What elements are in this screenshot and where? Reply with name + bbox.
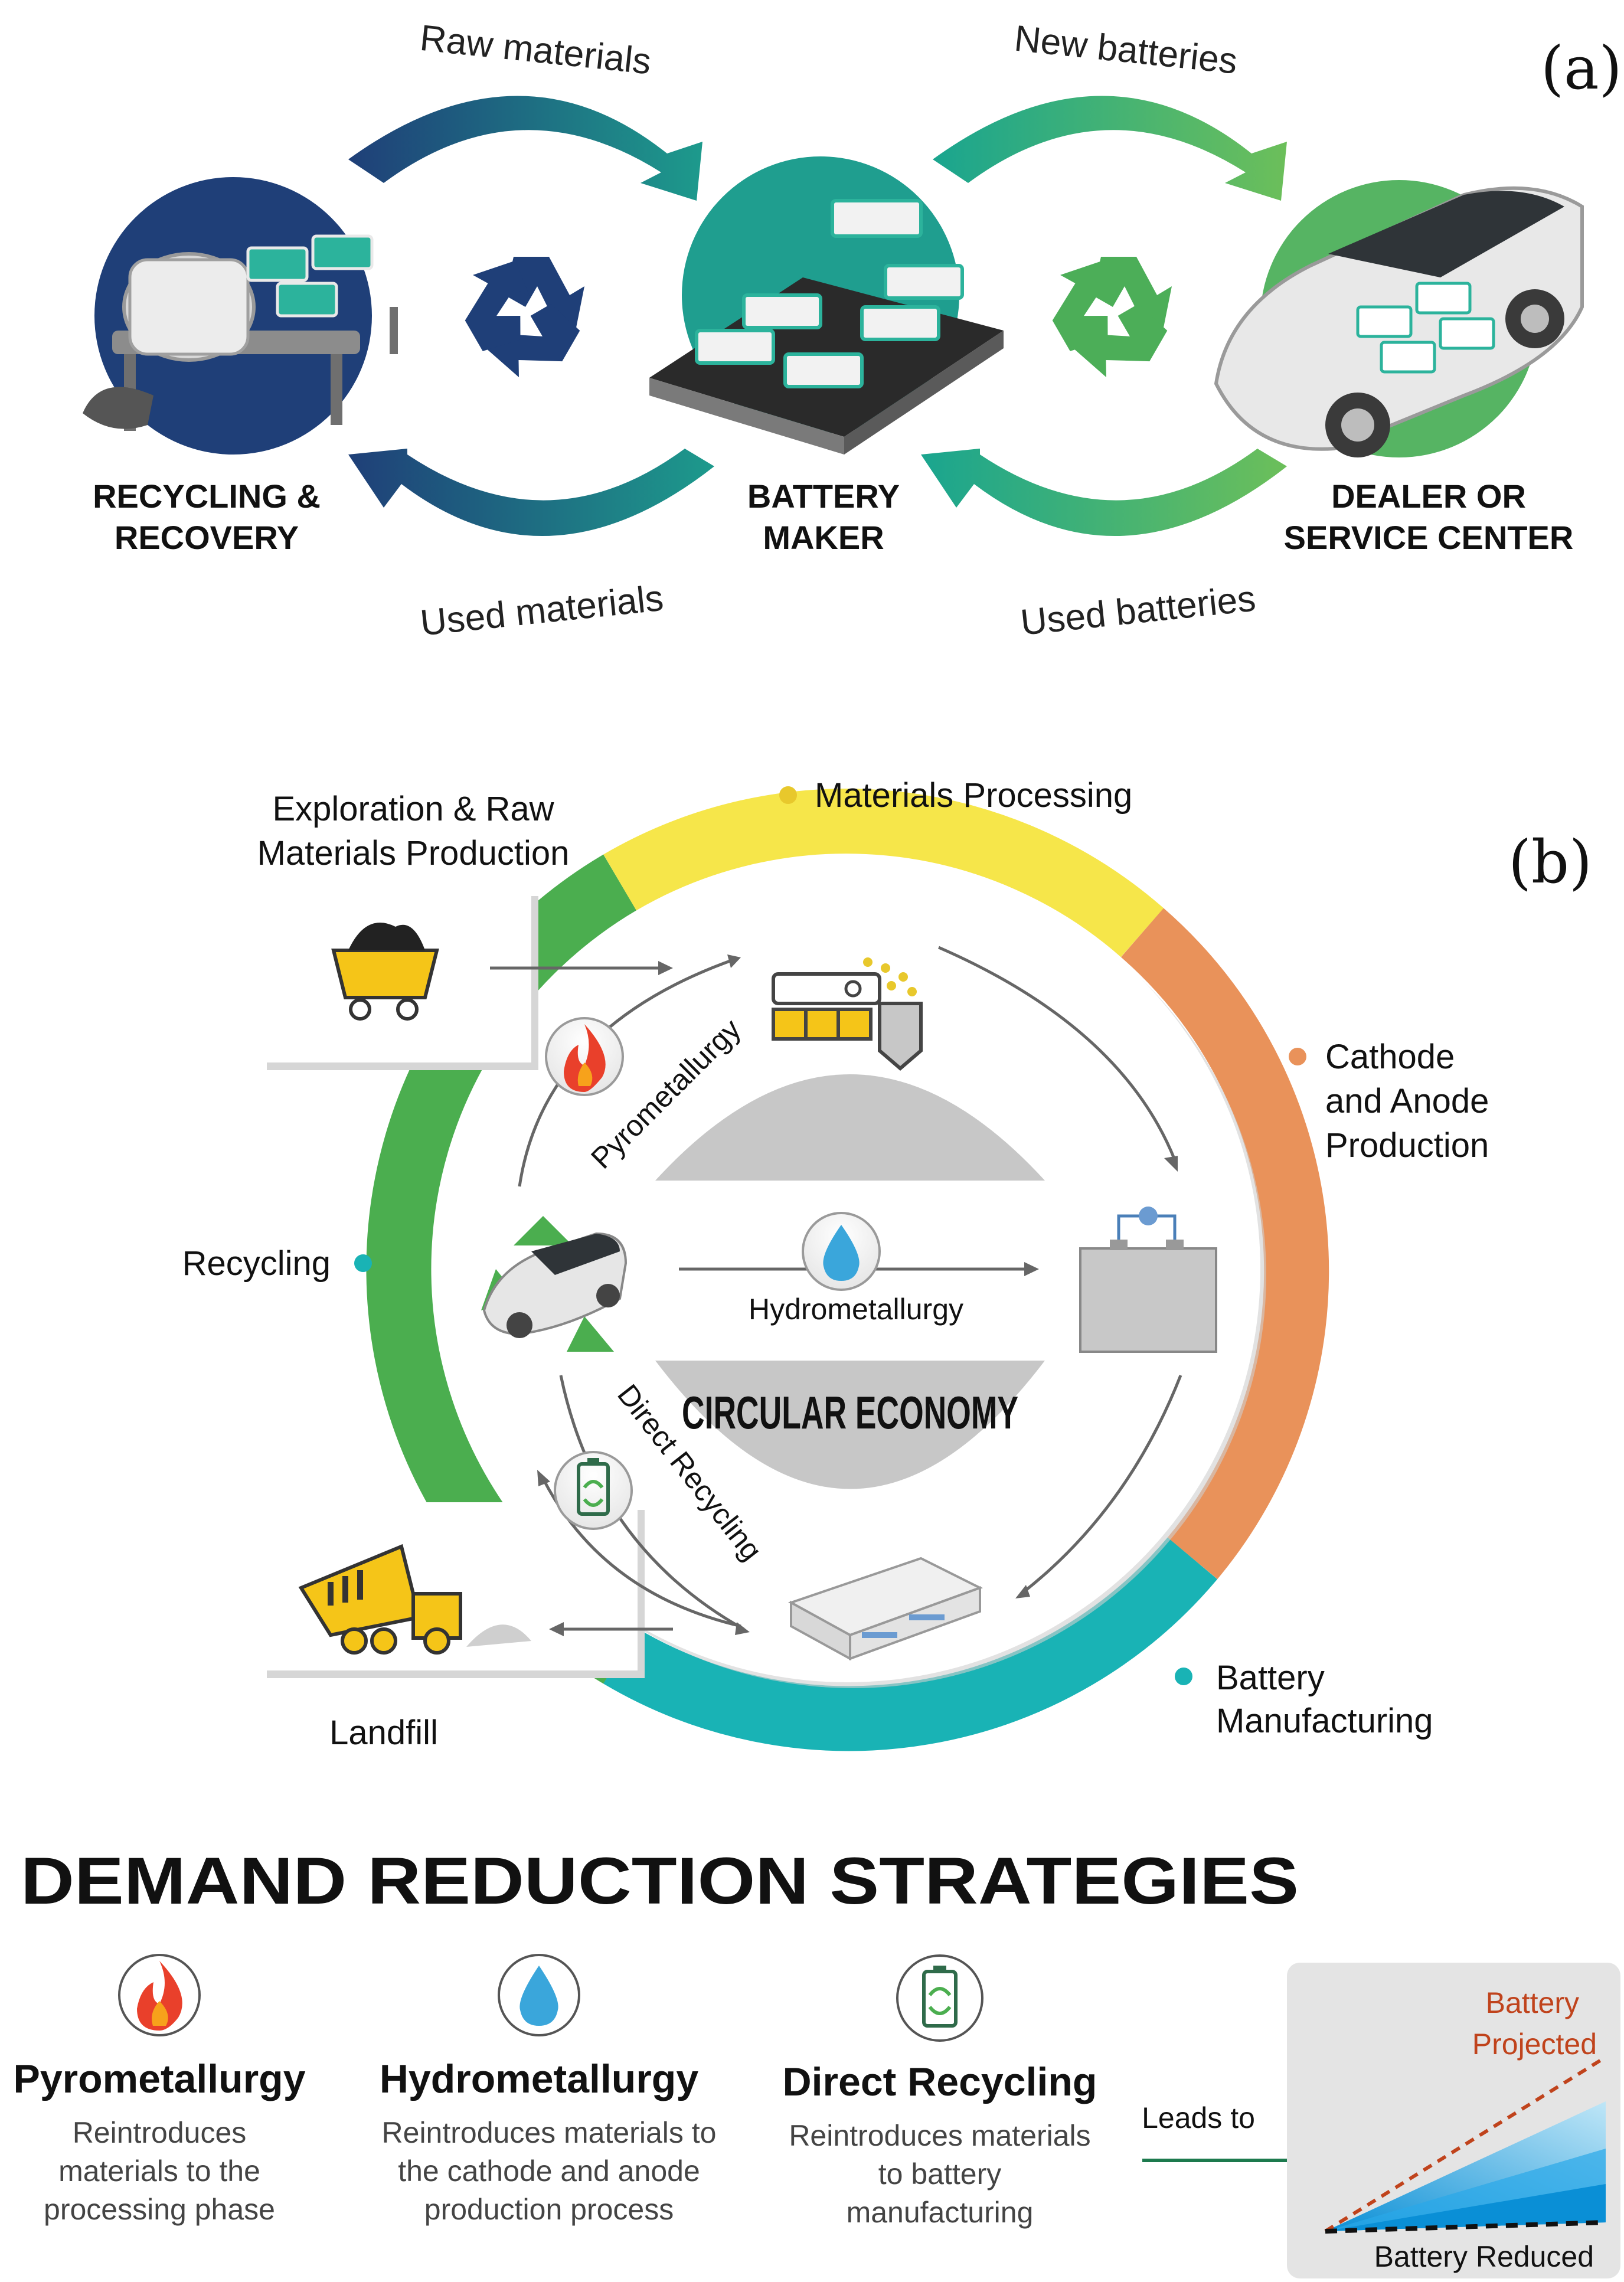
hydro-bubble	[802, 1212, 881, 1291]
projected-label-line2: Projected	[1472, 2028, 1597, 2061]
center-title: CIRCULAR ECONOMY	[682, 1387, 1018, 1438]
recycled-car-icon	[481, 1216, 628, 1352]
dealer-label-line1: DEALER OR	[1331, 478, 1526, 515]
exploration-card	[260, 888, 538, 1070]
strategy-pyro-desc-3: processing phase	[44, 2193, 275, 2226]
recycling-label-line2: RECOVERY	[115, 519, 299, 556]
strategy-pyro-desc-1: Reintroduces	[73, 2116, 247, 2149]
panel-a: (a) Raw materials New batteries Used mat…	[83, 18, 1622, 644]
recycle-icon-blue	[465, 257, 584, 378]
leads-to-label: Leads to	[1142, 2101, 1255, 2134]
reduced-line	[1325, 2220, 1606, 2234]
used-batteries-label: Used batteries	[1018, 578, 1257, 643]
raw-materials-arrow	[348, 96, 702, 201]
center-top-shape	[655, 1074, 1045, 1181]
battery-manufacturing-dot	[1175, 1668, 1192, 1685]
pyro-bubble	[545, 1017, 624, 1096]
strategy-hydro-desc-3: production process	[424, 2193, 674, 2226]
used-materials-arrow	[348, 449, 714, 537]
panel-a-label: (a)	[1541, 34, 1622, 103]
battery-cell-icon	[1079, 1207, 1217, 1353]
raw-materials-label: Raw materials	[418, 18, 653, 83]
flame-icon	[137, 1961, 182, 2031]
recycling-node	[83, 177, 398, 455]
battery-manufacturing-label-line2: Manufacturing	[1216, 1702, 1433, 1740]
recycle-icon-green	[1052, 257, 1172, 378]
hydro-pathway-label: Hydrometallurgy	[749, 1293, 963, 1326]
reduction-band-dark	[1325, 2184, 1606, 2231]
strategy-direct-desc-1: Reintroduces materials	[789, 2119, 1090, 2152]
dealer-label-line2: SERVICE CENTER	[1284, 519, 1574, 556]
materials-processing-label: Materials Processing	[815, 776, 1132, 815]
strategy-pyro-icon	[118, 1954, 201, 2036]
new-batteries-label: New batteries	[1012, 18, 1239, 81]
strategy-pyro-desc-2: materials to the	[58, 2155, 260, 2188]
reduction-chart: Battery Projected Battery Reduced	[1287, 1963, 1620, 2278]
materials-processing-icon	[772, 957, 923, 1071]
strategy-direct-desc-3: manufacturing	[847, 2196, 1034, 2229]
recycling-stage-label: Recycling	[182, 1244, 331, 1283]
battery-modules-icon	[788, 1557, 983, 1661]
strategy-hydro-desc-1: Reintroduces materials to	[382, 2116, 717, 2149]
landfill-label: Landfill	[329, 1714, 438, 1752]
flow-arrowheads	[537, 954, 1178, 1636]
projected-label-line1: Battery	[1486, 1986, 1579, 2019]
landfill-card	[260, 1502, 645, 1678]
projected-line	[1324, 2055, 1607, 2233]
strategies-title: DEMAND REDUCTION STRATEGIES	[21, 1844, 1299, 1918]
cathode-anode-dot	[1289, 1048, 1306, 1065]
strategy-direct-name: Direct Recycling	[783, 2059, 1097, 2104]
cathode-anode-label-line3: Production	[1325, 1126, 1489, 1165]
used-materials-label: Used materials	[419, 578, 665, 644]
dealer-node	[1214, 180, 1584, 457]
strategy-pyro-name: Pyrometallurgy	[13, 2057, 305, 2101]
ring-segment-cathode	[1120, 908, 1329, 1580]
panel-b-label: (b)	[1508, 828, 1592, 897]
strategies-section: DEMAND REDUCTION STRATEGIES Pyrometallur…	[13, 1844, 1620, 2278]
used-batteries-arrow	[921, 449, 1287, 537]
water-drop-icon	[519, 1966, 558, 2026]
strategy-hydro-name: Hydrometallurgy	[380, 2057, 699, 2101]
water-drop-icon	[823, 1225, 860, 1281]
ring-segment-materials	[603, 789, 1164, 957]
strategy-hydro-desc-2: the cathode and anode	[398, 2155, 700, 2188]
strategy-hydro-icon	[498, 1954, 580, 2036]
cathode-anode-label-line1: Cathode	[1325, 1038, 1455, 1076]
maker-label-line1: BATTERY	[747, 478, 900, 515]
battery-maker-node	[649, 156, 1004, 455]
recycling-dot	[354, 1254, 372, 1272]
maker-label-line2: MAKER	[763, 519, 884, 556]
center-bottom-shape	[655, 1361, 1045, 1489]
strategy-direct-icon	[896, 1954, 983, 2042]
exploration-label-line1: Exploration & Raw	[272, 790, 554, 828]
strategy-direct-desc-2: to battery	[878, 2157, 1001, 2191]
battery-manufacturing-label-line1: Battery	[1216, 1659, 1325, 1697]
cathode-anode-label-line2: and Anode	[1325, 1082, 1489, 1120]
panel-b: (b) CIRCULAR ECONOMY	[182, 776, 1592, 1752]
flame-icon	[564, 1024, 606, 1092]
materials-processing-dot	[779, 786, 797, 804]
reduced-label: Battery Reduced	[1374, 2240, 1594, 2273]
direct-bubble	[554, 1451, 633, 1530]
exploration-label-line2: Materials Production	[257, 834, 570, 872]
recycling-label-line1: RECYCLING &	[93, 478, 321, 515]
new-batteries-arrow	[933, 96, 1287, 201]
ring-segment-manufacturing	[603, 1537, 1218, 1751]
